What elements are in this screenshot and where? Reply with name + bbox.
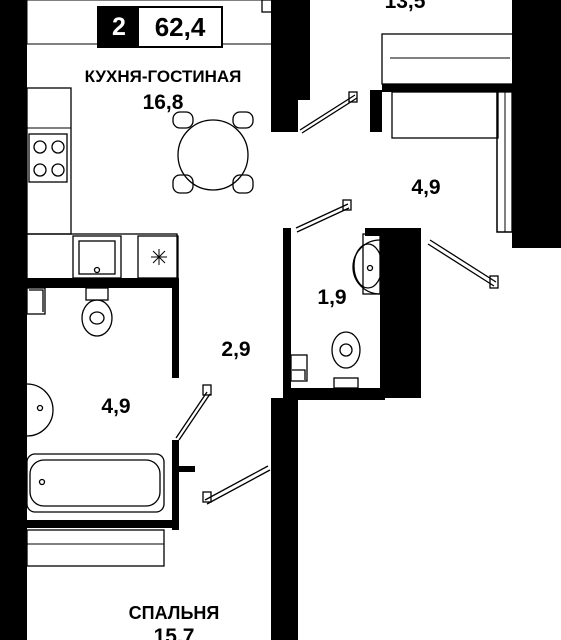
- wc-area: 1,9: [317, 286, 346, 309]
- kitchen-area: 16,8: [143, 91, 184, 114]
- bedroom-label: СПАЛЬНЯ: [129, 603, 220, 623]
- wc-fixtures: [290, 233, 383, 389]
- bath-area: 4,9: [101, 395, 130, 418]
- dining-table: [172, 111, 254, 194]
- bedroom-area: 15,7: [154, 625, 195, 640]
- apartment-badge: 2 62,4: [97, 6, 223, 48]
- top-room-furniture: [26, 0, 561, 233]
- total-area: 62,4: [154, 11, 206, 42]
- bedroom-furniture: [26, 529, 165, 567]
- hall-area: 4,9: [411, 176, 440, 199]
- top-room-area: 13,5: [385, 0, 426, 13]
- kitchen-label: КУХНЯ-ГОСТИНАЯ: [85, 67, 242, 86]
- doors: [175, 91, 499, 505]
- room-labels: 13,5 КУХНЯ-ГОСТИНАЯ 16,8 4,9 1,9 2,9 4,9…: [85, 0, 441, 640]
- kitchen-fixtures: [26, 87, 179, 281]
- corridor-area: 2,9: [221, 338, 250, 361]
- room-count: 2: [99, 8, 139, 46]
- bathroom-fixtures: [26, 287, 165, 513]
